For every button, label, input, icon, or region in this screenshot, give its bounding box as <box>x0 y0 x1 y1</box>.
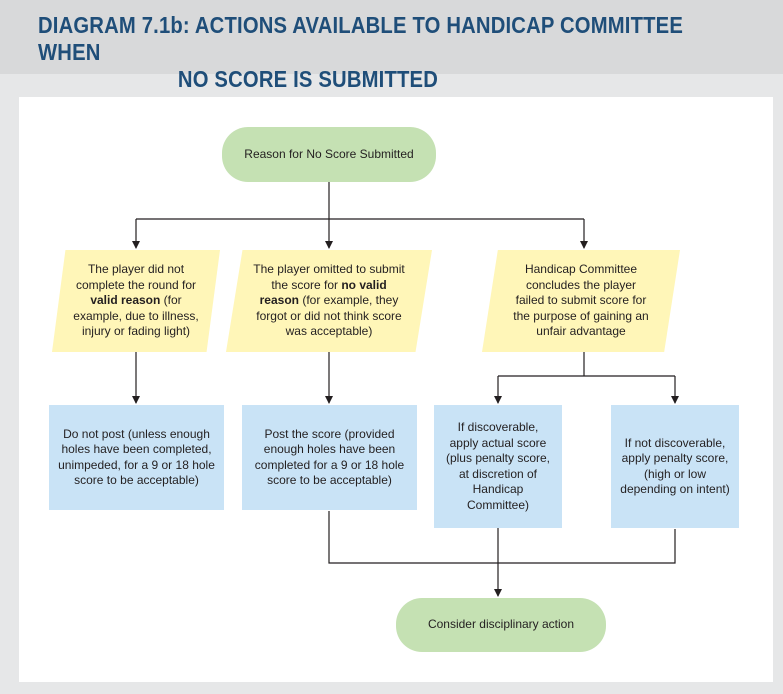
title-line-2: NO SCORE IS SUBMITTED <box>177 66 439 92</box>
start-node-label: Reason for No Score Submitted <box>244 146 414 161</box>
no-valid-reason-post: (for example, they forgot or did not thi… <box>256 293 402 339</box>
disciplinary-text: Consider disciplinary action <box>427 617 575 632</box>
discoverable-node: If discoverable, apply actual score (plu… <box>434 405 562 528</box>
valid-reason-node: The player did not complete the round fo… <box>52 250 220 352</box>
not-discoverable-text: If not discoverable, apply penalty score… <box>620 435 730 497</box>
not-discoverable-node: If not discoverable, apply penalty score… <box>611 405 739 528</box>
no-valid-reason-node: The player omitted to submit the score f… <box>226 250 432 352</box>
valid-reason-text: The player did not complete the round fo… <box>72 262 200 340</box>
valid-reason-bold: valid reason <box>90 293 161 308</box>
unfair-advantage-node: Handicap Committee concludes the player … <box>482 250 680 352</box>
valid-reason-post: (for example, due to illness, injury or … <box>73 293 199 339</box>
header-bar: DIAGRAM 7.1b: ACTIONS AVAILABLE TO HANDI… <box>0 0 783 92</box>
unfair-advantage-text: Handicap Committee concludes the player … <box>513 262 649 339</box>
title-line-1: DIAGRAM 7.1b: ACTIONS AVAILABLE TO HANDI… <box>38 12 684 65</box>
connector-bottom-merge <box>328 511 676 564</box>
post-score-node: Post the score (provided enough holes ha… <box>242 405 417 510</box>
post-score-text: Post the score (provided enough holes ha… <box>254 426 405 488</box>
no-valid-reason-pre: The player omitted to submit the score f… <box>253 262 405 292</box>
start-node: Reason for No Score Submitted <box>222 127 436 182</box>
valid-reason-pre: The player did not complete the round fo… <box>75 262 197 292</box>
diagram-title: DIAGRAM 7.1b: ACTIONS AVAILABLE TO HANDI… <box>38 12 689 93</box>
no-valid-reason-bold: no valid reason <box>259 277 387 308</box>
do-not-post-node: Do not post (unless enough holes have be… <box>49 405 224 510</box>
no-valid-reason-text: The player omitted to submit the score f… <box>250 262 408 340</box>
discoverable-text: If discoverable, apply actual score (plu… <box>445 420 551 512</box>
diagram-panel <box>19 97 773 682</box>
disciplinary-node: Consider disciplinary action <box>396 598 606 652</box>
do-not-post-text: Do not post (unless enough holes have be… <box>58 426 215 488</box>
